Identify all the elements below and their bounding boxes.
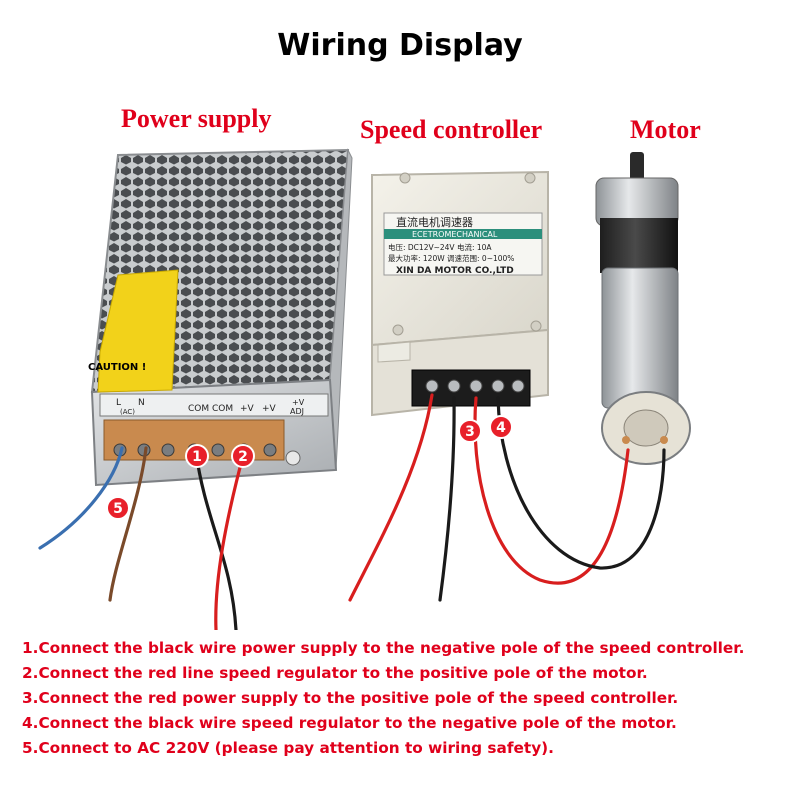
controller-screw-hole-3	[392, 324, 404, 336]
motor-end-terminal-2	[660, 436, 668, 444]
terminal-label-com1: COM	[188, 404, 209, 414]
wire-ac-brown	[108, 446, 148, 602]
svg-text:1: 1	[192, 449, 202, 465]
terminal-label-v2: +V	[262, 404, 277, 414]
instruction-3: 3.Connect the red power supply to the po…	[22, 689, 679, 707]
controller-screw-hole-2	[524, 172, 536, 184]
instruction-1: 1.Connect the black wire power supply to…	[22, 639, 745, 657]
page-title: Wiring Display	[277, 28, 523, 63]
motor-end-terminal-1	[622, 436, 630, 444]
speed-controller-unit: 直流电机调速器 ECETROMECHANICAL 电压: DC12V~24V 电…	[371, 170, 549, 417]
power-supply-label: Power supply	[121, 104, 272, 133]
controller-company: XIN DA MOTOR CO.,LTD	[396, 266, 514, 276]
instruction-5: 5.Connect to AC 220V (please pay attenti…	[22, 739, 554, 757]
instruction-2: 2.Connect the red line speed regulator t…	[22, 664, 648, 682]
controller-spec-line-1: 电压: DC12V~24V 电流: 10A	[388, 242, 492, 252]
terminal-label-v3: +V	[292, 398, 305, 407]
controller-brand-bar	[384, 229, 542, 239]
wire-ctrl-black-out	[496, 396, 666, 570]
motor-silver-body	[601, 267, 679, 409]
marker-1: 1	[185, 444, 209, 468]
svg-text:2: 2	[238, 449, 248, 465]
controller-terminal-screws	[425, 379, 525, 393]
instruction-4: 4.Connect the black wire speed regulator…	[22, 714, 677, 732]
instructions-list: 1.Connect the black wire power supply to…	[22, 636, 794, 761]
controller-screw-hole-4	[530, 320, 542, 332]
wire-ctrl-red-out	[473, 396, 630, 585]
marker-2: 2	[231, 444, 255, 468]
svg-text:4: 4	[496, 420, 506, 436]
terminal-label-adj: ADJ	[290, 407, 304, 416]
power-supply-unit: CAUTION ! L N (AC) COM COM +V +V +V ADJ	[88, 148, 353, 487]
dc-motor	[595, 152, 691, 465]
terminal-label-ac: (AC)	[120, 408, 135, 416]
motor-label: Motor	[630, 115, 701, 144]
wire-ctrl-red-in	[348, 393, 434, 602]
wire-psu-red	[214, 450, 246, 630]
controller-screw-hole-1	[399, 172, 411, 184]
controller-brand-tag: ECETROMECHANICAL	[412, 230, 498, 239]
wire-ctrl-black-in	[438, 396, 456, 602]
terminal-label-strip	[99, 393, 329, 417]
adj-knob	[285, 450, 301, 466]
motor-shaft	[630, 152, 644, 182]
terminal-label-com2: COM	[212, 404, 233, 414]
caution-text: CAUTION !	[88, 362, 146, 373]
marker-5: 5	[106, 496, 130, 520]
svg-text:3: 3	[465, 424, 475, 440]
wiring-diagram: CAUTION ! L N (AC) COM COM +V +V +V ADJ …	[38, 148, 691, 630]
terminal-label-n: N	[138, 398, 145, 408]
terminal-label-l: L	[116, 398, 121, 408]
terminal-label-v1: +V	[240, 404, 255, 414]
marker-3: 3	[458, 419, 482, 443]
controller-spec-line-2: 最大功率: 120W 调速范围: 0~100%	[388, 253, 514, 263]
controller-ear-left	[377, 341, 411, 363]
motor-black-body	[600, 218, 678, 273]
controller-chinese-title: 直流电机调速器	[396, 215, 473, 229]
marker-4: 4	[489, 415, 513, 439]
wires	[38, 393, 666, 630]
motor-end-cap-inner	[623, 409, 669, 447]
controller-label	[383, 212, 543, 276]
caution-sticker	[97, 269, 179, 393]
wire-psu-black	[194, 450, 238, 630]
wire-ac-blue	[38, 446, 124, 550]
svg-text:5: 5	[113, 501, 123, 517]
speed-controller-label: Speed controller	[360, 115, 543, 144]
